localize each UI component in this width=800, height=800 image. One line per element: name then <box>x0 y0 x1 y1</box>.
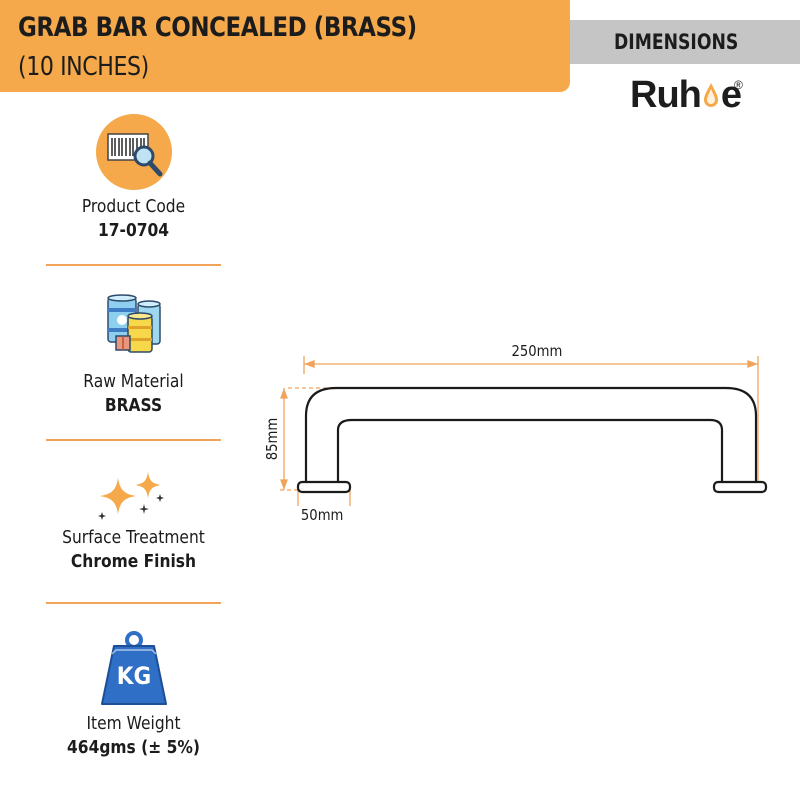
height-dimension-label: 85mm <box>263 417 282 461</box>
spec-surface-treatment: Surface Treatment Chrome Finish <box>46 470 221 574</box>
spec-value: Chrome Finish <box>70 551 197 572</box>
spec-item-weight: KG Item Weight 464gms (± 5%) <box>46 628 221 760</box>
dimensions-tab-label: DIMENSIONS <box>614 30 739 54</box>
registered-mark: ® <box>734 78 743 92</box>
spec-label: Item Weight <box>86 713 181 734</box>
divider <box>46 264 221 266</box>
spec-raw-material: Raw Material BRASS <box>46 292 221 418</box>
kg-weight-icon: KG <box>94 628 174 708</box>
brand-name-part3: e <box>720 74 742 116</box>
spec-value: 17-0704 <box>97 220 170 241</box>
divider <box>46 602 221 604</box>
dimensions-tab: DIMENSIONS <box>570 20 800 64</box>
spec-label: Product Code <box>81 196 186 217</box>
drop-icon <box>701 76 721 107</box>
grab-bar-diagram: 250mm 85mm 50mm <box>240 330 780 540</box>
spec-product-code: Product Code 17-0704 <box>46 112 221 243</box>
grab-bar-drawing <box>280 356 768 506</box>
spec-label: Surface Treatment <box>62 527 205 548</box>
barcode-search-icon <box>94 112 174 192</box>
divider <box>46 439 221 441</box>
brand-name-part2: h <box>678 74 702 116</box>
sparkle-icon <box>94 470 174 526</box>
spec-value: BRASS <box>104 395 163 416</box>
raw-material-drums-icon <box>94 292 174 372</box>
kg-text: KG <box>116 662 151 690</box>
page-subtitle: (10 INCHES) <box>18 52 149 82</box>
length-dimension-label: 250mm <box>511 342 563 360</box>
spec-label: Raw Material <box>83 371 184 392</box>
spec-value: 464gms (± 5%) <box>67 737 200 758</box>
brand-name-part1: Ru <box>630 74 680 116</box>
base-dimension-label: 50mm <box>300 506 344 524</box>
page-title: GRAB BAR CONCEALED (BRASS) <box>18 12 417 43</box>
title-banner: GRAB BAR CONCEALED (BRASS) (10 INCHES) <box>0 0 570 92</box>
